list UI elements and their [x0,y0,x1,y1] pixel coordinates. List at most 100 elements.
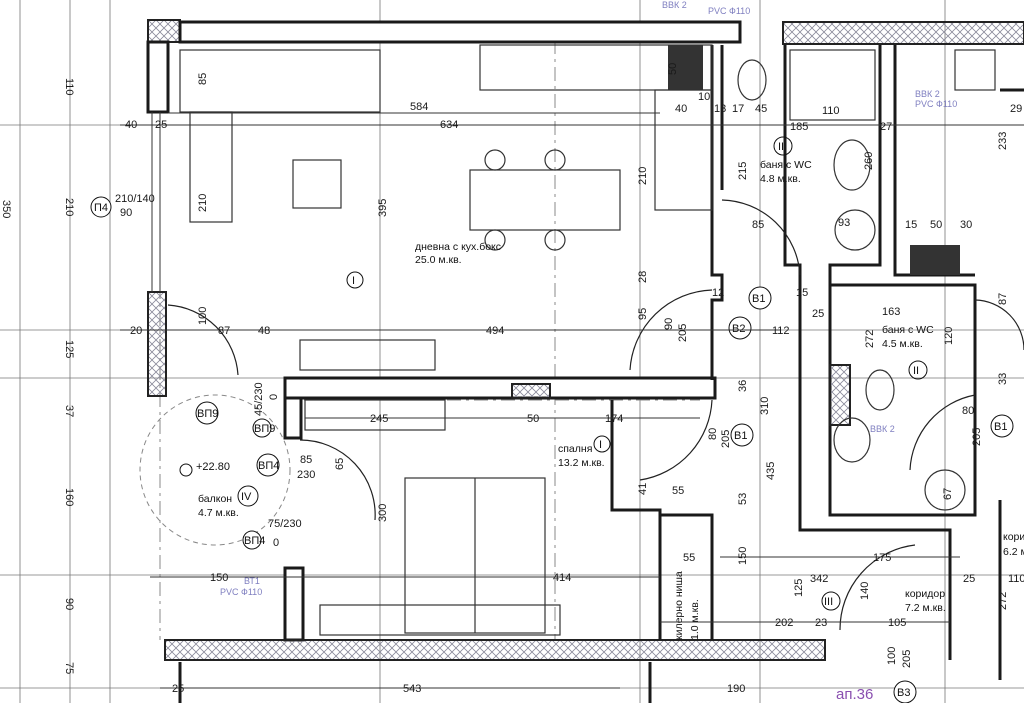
coffee-table [292,159,342,209]
room-name: баня с WC [882,324,934,336]
dimension-label: 634 [440,119,458,131]
room-area: 25.0 м.кв. [415,254,462,266]
window-tag: ВП9 [197,408,218,420]
dimension-label: 202 [775,617,793,629]
window-spec: 0 [268,394,280,400]
room-name: дневна с кух.бокс [415,241,501,253]
dimension-label: 543 [403,683,421,695]
dimension-label: 45 [755,103,767,115]
dimension-label: 29 [1010,103,1022,115]
dimension-label: 85 [752,219,764,231]
room-number: II [778,141,784,153]
furniture [139,44,996,636]
room-labels: дневна с кух.бокс 25.0 м.кв. I спалня 13… [179,136,1024,703]
dimension-label: 48 [258,325,270,337]
window-spec: 45/230 [253,382,265,416]
window-spec: 210/140 [115,193,155,205]
dimension-label: 150 [210,572,228,584]
dimension-label: 110 [63,78,75,96]
door-tag: B2 [732,323,745,335]
toilet [737,59,767,101]
dimension-label: 120 [943,327,955,345]
dimension-label: 37 [63,405,75,417]
window-tag: П4 [94,202,108,214]
window-spec: 205 [720,430,732,448]
room-number: III [824,596,833,608]
room-name: коридор [905,588,945,600]
dimension-label: 15 [796,287,808,299]
window-tag: ВП9 [254,423,275,435]
room-name: коридор [1003,531,1024,543]
window-spec: 85 [300,454,312,466]
sofa [179,49,381,113]
level-mark: +22.80 [196,461,230,473]
dimension-label: 13 [714,103,726,115]
room-number: II [913,365,919,377]
pipe-spec: PVC Ф110 [708,6,750,16]
dimension-label: 25 [172,683,184,695]
room-area: 6.2 м.кв. [1003,546,1024,558]
window-spec: 90 [120,207,132,219]
dimensions: 584 634 494 245 50 174 414 150 543 190 3… [120,91,1024,695]
dimension-label: 50 [667,63,679,75]
room-area: 4.8 м.кв. [760,173,801,185]
dimension-label: 23 [815,617,827,629]
pipe-code: ВВК 2 [915,89,940,99]
room-area: 1.0 м.кв. [689,599,701,640]
dimension-label: 110 [1008,573,1024,585]
washing-machine [834,209,876,251]
dimension-label: 40 [125,119,137,131]
dimension-label: 125 [793,579,805,597]
pipe-spec: PVC Ф110 [915,99,957,109]
kitchen-counter [479,44,713,91]
dimension-label: 140 [859,582,871,600]
dimension-label: 17 [732,103,744,115]
room-number: I [599,439,602,451]
dimension-label: 163 [882,306,900,318]
dimension-label: 93 [838,217,850,229]
dimension-label: 300 [377,504,389,522]
dimension-label: 90 [63,598,75,610]
window-tag: ВП4 [244,535,265,547]
dimension-label: 110 [822,105,840,117]
window-spec: 90 [663,318,675,330]
dimension-label: 245 [370,413,388,425]
dimension-label: 50 [930,219,942,231]
room-area: 7.2 м.кв. [905,602,946,614]
dining-table [469,169,621,231]
room-area: 13.2 м.кв. [558,457,605,469]
vertical-dimensions: 110 350 210 125 37 160 90 75 395 300 435… [0,63,1009,675]
dimension-label: 75 [63,662,75,674]
dimension-label: 105 [888,617,906,629]
dimension-label: 272 [864,330,876,348]
dimension-label: 36 [737,380,749,392]
dimension-label: 25 [963,573,975,585]
dimension-label: 210 [637,167,649,185]
dimension-label: 12 [712,287,724,299]
dimension-label: 10 [698,91,710,103]
window-spec: 100 [886,647,898,665]
dimension-label: 125 [63,340,75,358]
dimension-label: 30 [960,219,972,231]
window-spec: 205 [677,324,689,342]
door-tag: B1 [994,421,1007,433]
dimension-label: 95 [637,308,649,320]
dimension-label: 350 [0,200,12,218]
window-spec: 80 [707,428,719,440]
dimension-label: 53 [737,493,749,505]
dimension-label: 494 [486,325,504,337]
dimension-label: 174 [605,413,623,425]
room-area: 4.7 м.кв. [198,507,239,519]
dimension-label: 87 [997,293,1009,305]
dimension-label: 50 [527,413,539,425]
dimension-label: 27 [880,121,892,133]
dimension-label: 67 [942,488,954,500]
shower-tray [789,49,876,121]
window-spec: 205 [971,428,983,446]
door-tag: B1 [734,430,747,442]
balcony-outline [139,394,291,546]
walls [146,19,1024,703]
sofa-chaise [189,111,233,223]
dimension-label: 435 [765,462,777,480]
window-spec: 80 [962,405,974,417]
